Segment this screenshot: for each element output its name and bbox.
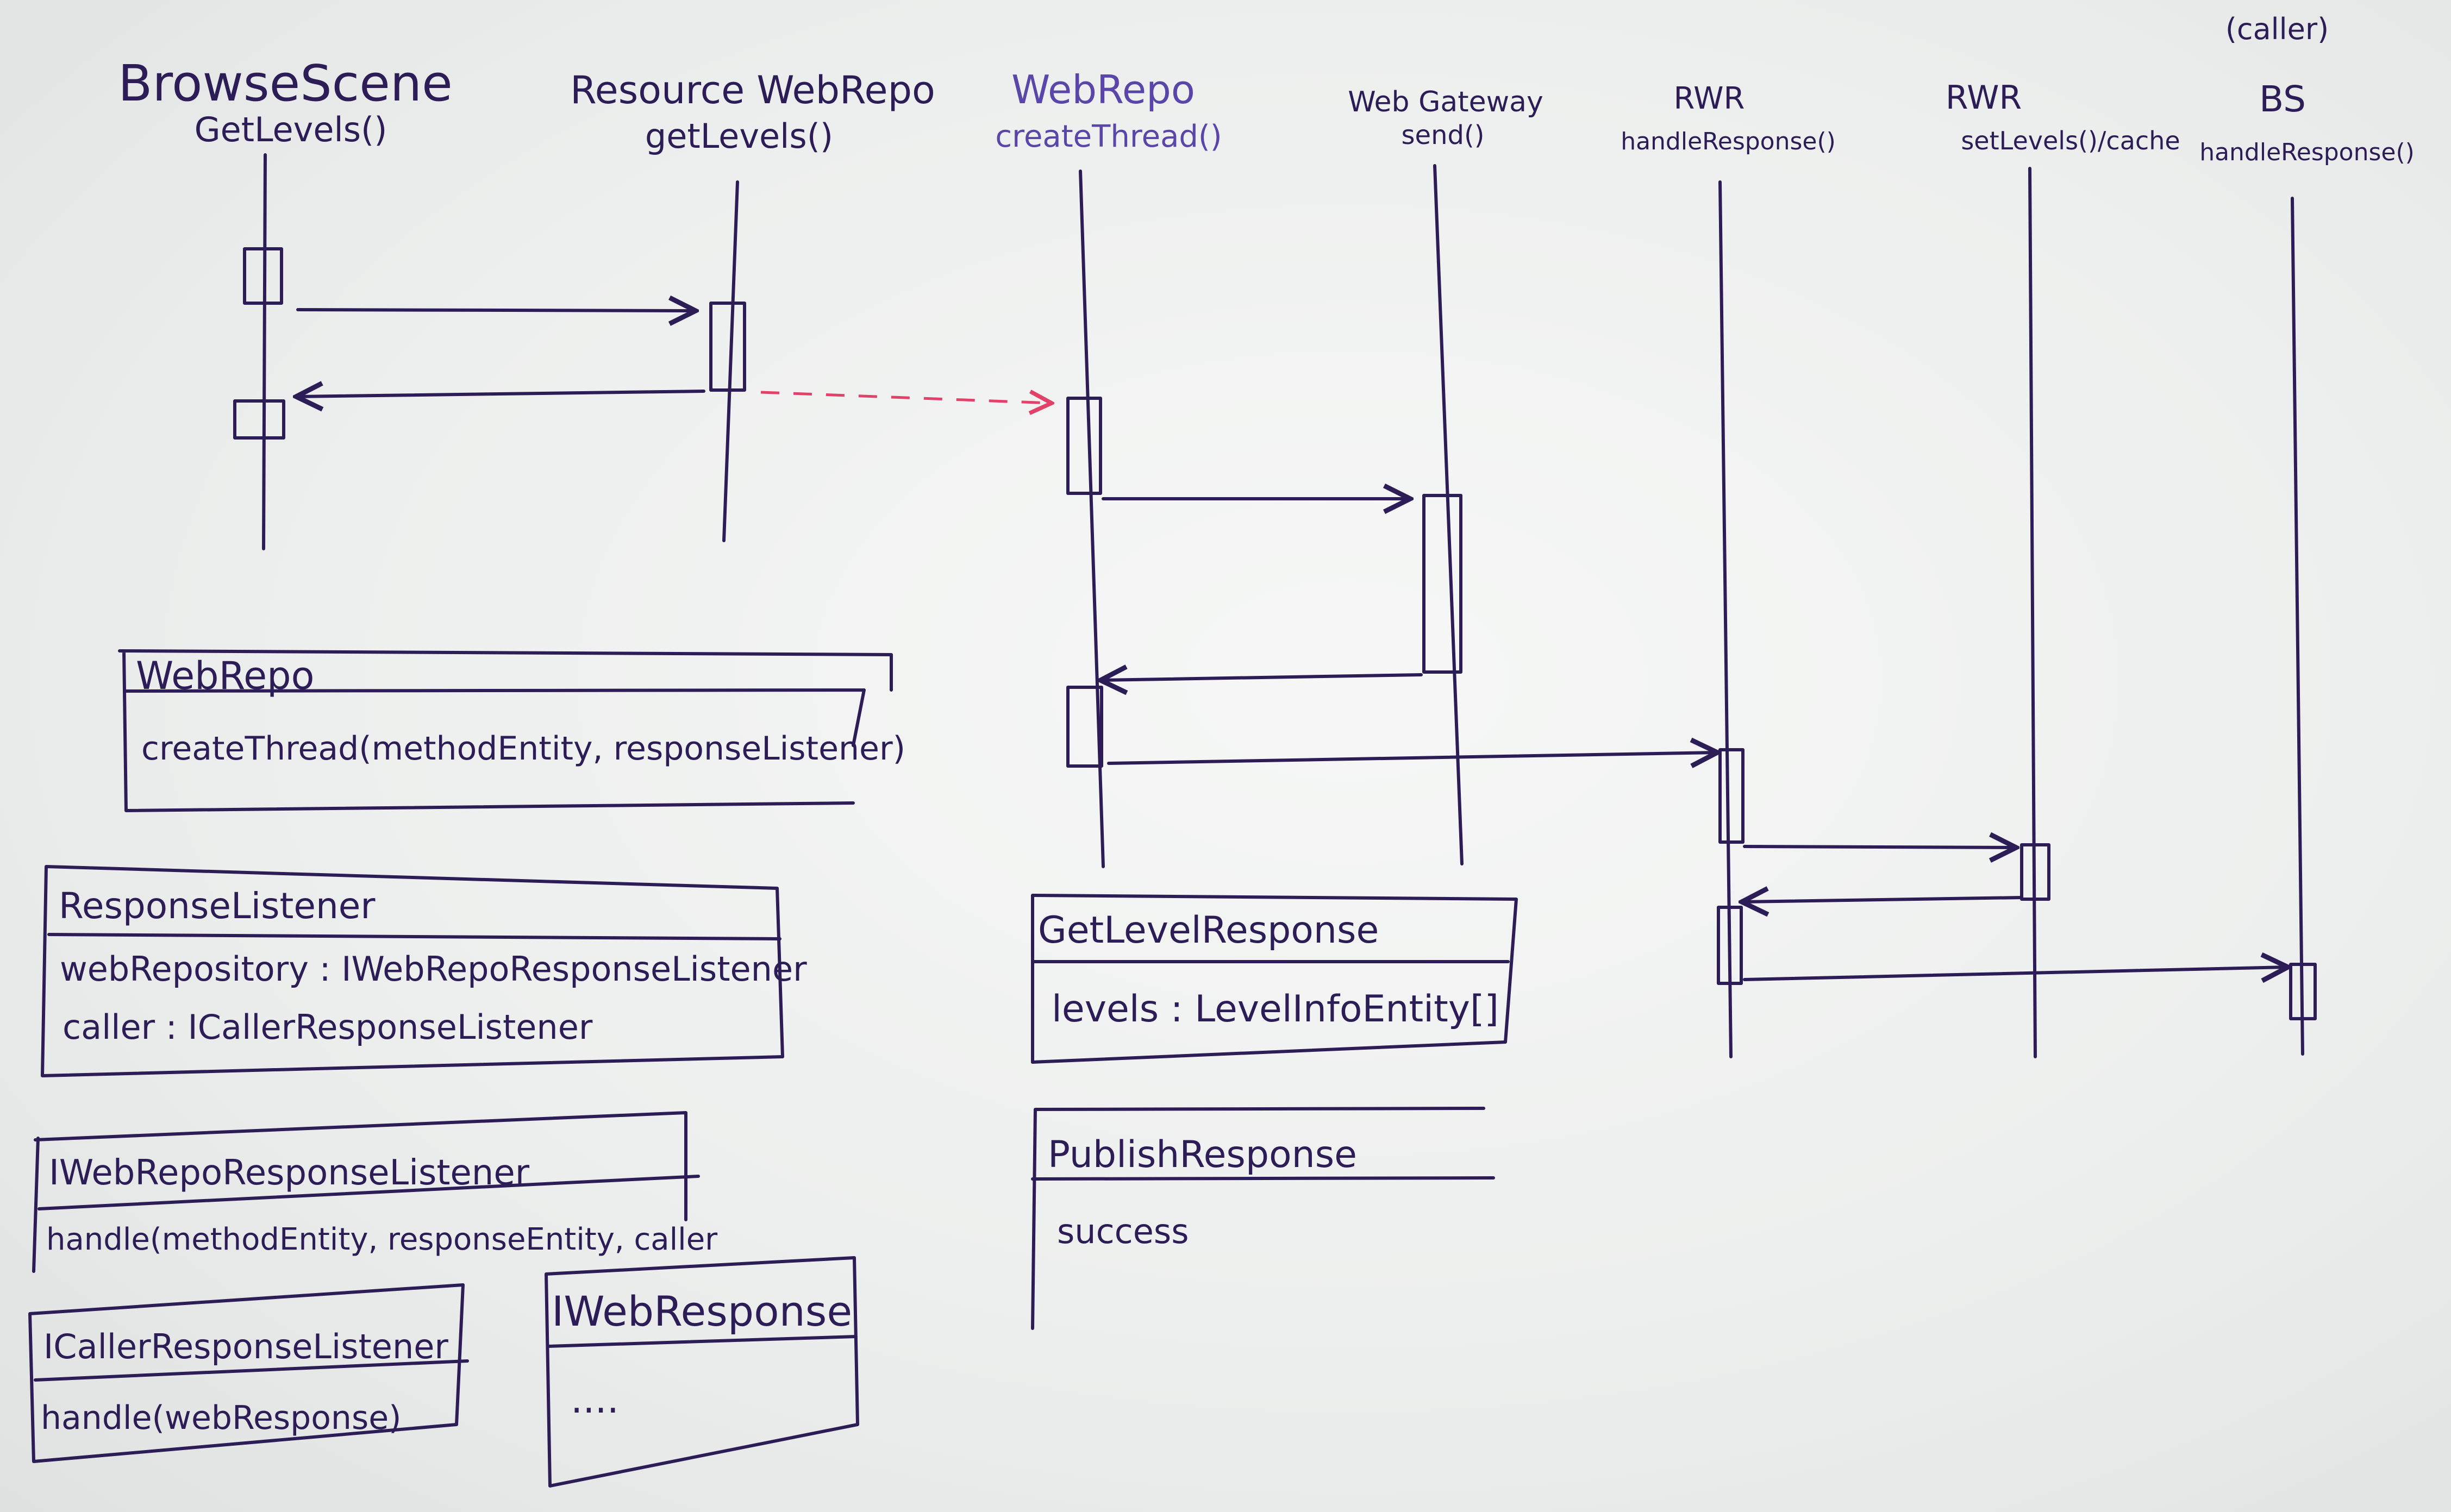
participant-method: getLevels() — [645, 116, 833, 156]
class-title: IWebRepoResponseListener — [49, 1153, 530, 1193]
class-member: handle(methodEntity, responseEntity, cal… — [46, 1222, 718, 1257]
participant-name: Resource WebRepo — [570, 68, 935, 112]
class-member: levels : LevelInfoEntity[] — [1052, 988, 1499, 1031]
lifeline-bs — [2291, 197, 2304, 1056]
class-box-outline — [28, 1283, 469, 1463]
class-title: GetLevelResponse — [1038, 909, 1379, 952]
participant-method: GetLevels() — [195, 110, 387, 149]
lifeline-web-repo — [1079, 170, 1105, 868]
activation-rwr-handle-2 — [1717, 906, 1743, 985]
caller-note: (caller) — [2225, 12, 2329, 46]
class-box-outline — [545, 1256, 859, 1488]
class-member: webRepository : IWebRepoResponseListener — [60, 949, 807, 989]
class-member: caller : ICallerResponseListener — [62, 1007, 593, 1047]
class-webrepo: WebRepo createThread(methodEntity, respo… — [118, 649, 905, 812]
message-handle-response-call — [1107, 752, 1717, 763]
participant-method: handleResponse() — [1621, 128, 1836, 155]
activation-bs-call — [243, 247, 283, 305]
activation-bs-return — [233, 399, 285, 440]
class-title: IWebResponse — [552, 1287, 852, 1335]
participant-name: RWR — [1674, 81, 1745, 116]
class-box-outline — [1031, 894, 1518, 1064]
participant-method: createThread() — [995, 119, 1222, 154]
message-send-return — [1101, 675, 1423, 680]
class-title: ResponseListener — [59, 885, 376, 927]
participant-resource-web-repo: Resource WebRepo getLevels() — [570, 68, 935, 156]
participant-web-repo: WebRepo createThread() — [995, 67, 1222, 154]
participant-rwr-set-levels: RWR setLevels()/cache — [1946, 79, 2180, 155]
class-member: handle(webResponse) — [41, 1399, 402, 1437]
message-set-levels-call — [1743, 846, 2016, 848]
class-member: success — [1057, 1212, 1189, 1251]
activation-web-repo — [1066, 397, 1102, 495]
class-iwebrepo-response-listener: IWebRepoResponseListener handle(methodEn… — [32, 1111, 718, 1273]
lifeline-browse-scene — [262, 153, 267, 550]
lifeline-rwr-set-levels — [2028, 167, 2037, 1058]
activation-bs-handle — [2289, 963, 2317, 1020]
lifeline-resource-web-repo — [722, 180, 739, 542]
class-response-listener: ResponseListener webRepository : IWebRep… — [41, 865, 807, 1077]
participant-browse-scene: BrowseScene GetLevels() — [118, 54, 452, 149]
activations — [233, 247, 2317, 1020]
participant-name: BS — [2259, 78, 2306, 120]
class-iwebresponse: IWebResponse .... — [545, 1256, 859, 1488]
lifeline-web-gateway — [1433, 164, 1464, 865]
participant-name: WebRepo — [1011, 67, 1195, 112]
activation-rwr-get-levels — [709, 302, 746, 392]
class-box-outline — [32, 1111, 700, 1273]
class-member: createThread(methodEntity, responseListe… — [141, 730, 905, 768]
class-icaller-response-listener: ICallerResponseListener handle(webRespon… — [28, 1283, 469, 1463]
messages — [296, 310, 2288, 980]
participant-method: setLevels()/cache — [1961, 126, 2180, 155]
class-title: WebRepo — [136, 654, 314, 698]
activation-web-repo-callback — [1066, 686, 1103, 768]
message-set-levels-return — [1742, 898, 2023, 902]
class-box-outline — [118, 649, 893, 812]
class-title: PublishResponse — [1048, 1133, 1357, 1176]
lifeline-rwr-handle — [1718, 180, 1733, 1058]
participant-method: send() — [1402, 120, 1485, 150]
class-get-level-response: GetLevelResponse levels : LevelInfoEntit… — [1031, 894, 1518, 1064]
participant-method: handleResponse() — [2199, 139, 2415, 166]
participant-rwr-handle: RWR handleResponse() — [1621, 81, 1836, 155]
message-get-levels-call — [296, 310, 696, 311]
activation-web-gateway — [1422, 494, 1462, 674]
message-bs-handle-response — [1743, 967, 2288, 980]
class-title: ICallerResponseListener — [43, 1327, 448, 1366]
participant-name: Web Gateway — [1348, 86, 1543, 118]
class-member: .... — [571, 1377, 619, 1422]
message-async-create-thread — [760, 392, 1052, 403]
activation-rwr-handle — [1718, 748, 1745, 844]
participant-name: RWR — [1946, 79, 2022, 117]
participant-bs: BS handleResponse() — [2199, 78, 2415, 166]
activation-rwr-set-levels — [2020, 843, 2050, 901]
participant-web-gateway: Web Gateway send() — [1348, 86, 1543, 150]
participant-name: BrowseScene — [118, 54, 452, 112]
message-get-levels-return — [296, 391, 705, 397]
class-box-outline — [41, 865, 784, 1077]
lifelines — [262, 153, 2304, 1058]
class-box-outline — [1031, 1107, 1495, 1330]
class-publish-response: PublishResponse success — [1031, 1107, 1495, 1330]
